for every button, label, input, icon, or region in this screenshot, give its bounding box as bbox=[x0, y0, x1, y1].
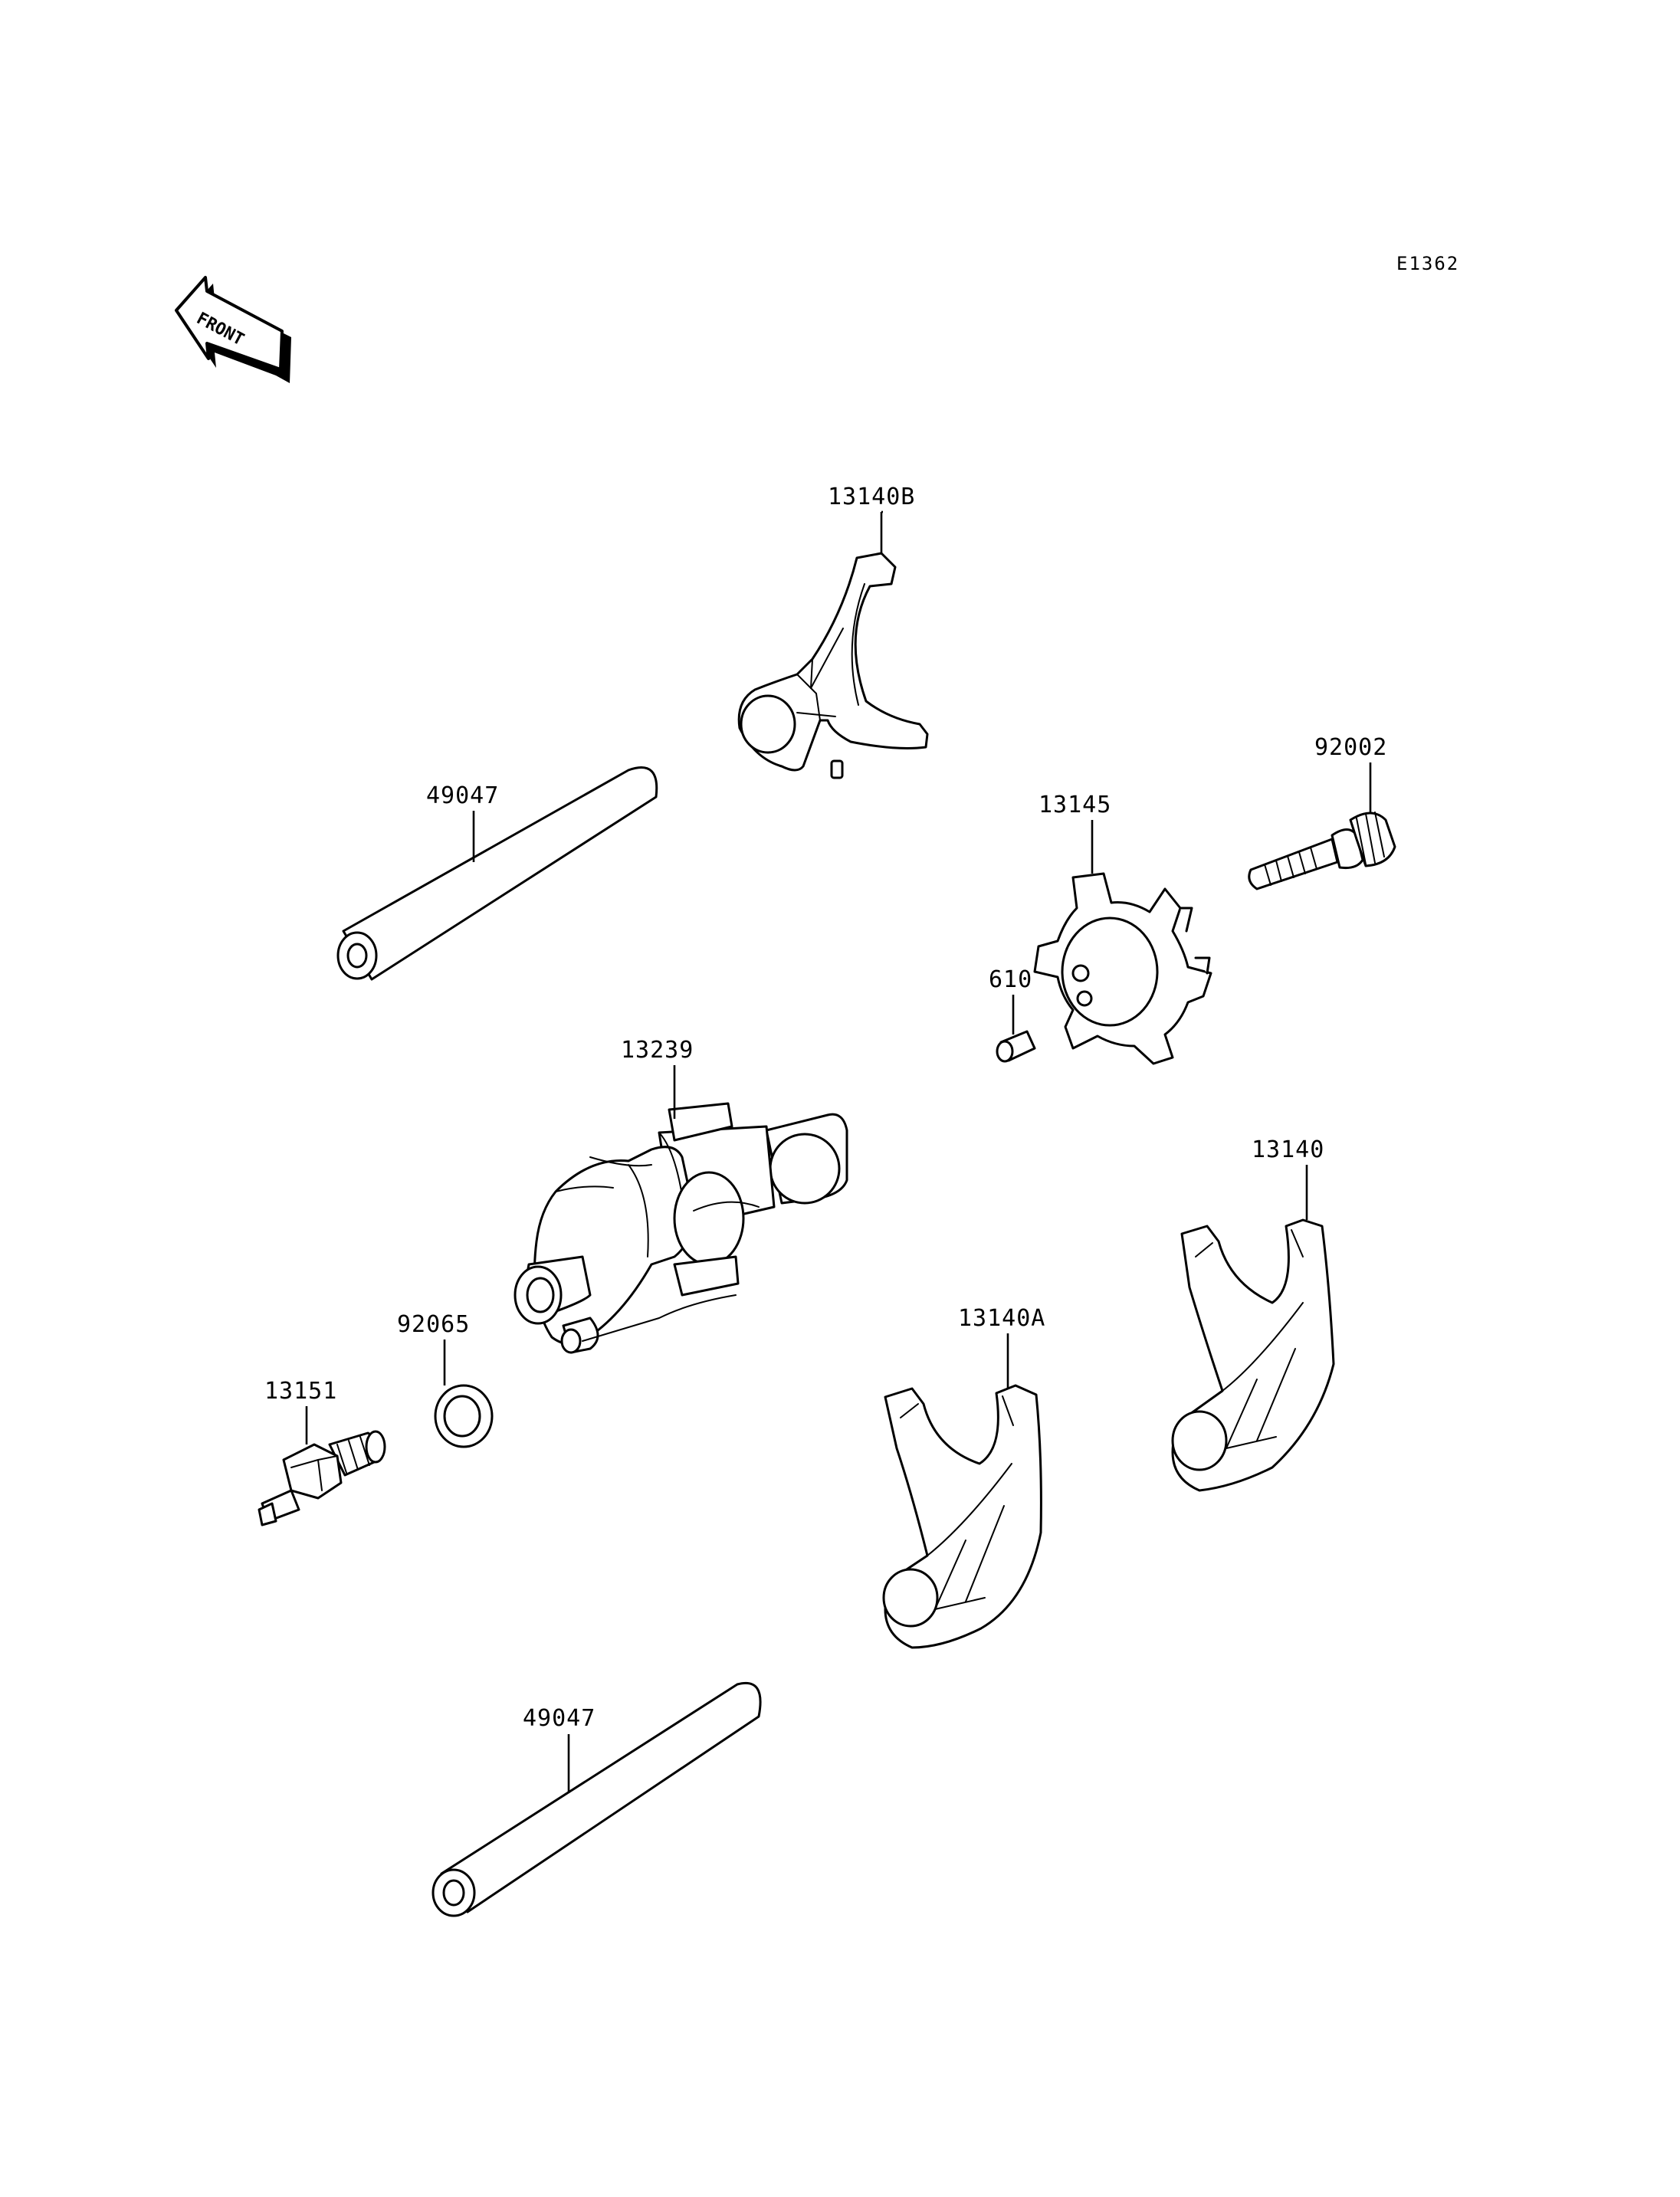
diagram-code: E1362 bbox=[1396, 253, 1459, 274]
label-13140a: 13140A bbox=[958, 1305, 1045, 1332]
label-13140b: 13140B bbox=[828, 484, 915, 510]
label-92002: 92002 bbox=[1314, 734, 1387, 761]
part-washer bbox=[434, 1384, 494, 1448]
label-49047-upper: 49047 bbox=[426, 782, 499, 809]
label-13140: 13140 bbox=[1252, 1136, 1324, 1163]
part-bolt bbox=[1248, 812, 1396, 890]
part-shift-drum-cam bbox=[1033, 872, 1212, 1065]
part-pin bbox=[996, 1030, 1036, 1063]
part-shaft-lower bbox=[431, 1682, 762, 1917]
part-shaft-upper bbox=[336, 766, 658, 981]
part-shift-fork-a bbox=[882, 1384, 1042, 1649]
part-shift-fork bbox=[1171, 1218, 1335, 1492]
label-92065: 92065 bbox=[397, 1311, 470, 1338]
label-610: 610 bbox=[989, 966, 1032, 993]
front-direction-arrow-icon: FRONT bbox=[175, 276, 291, 383]
label-49047-lower: 49047 bbox=[523, 1705, 596, 1732]
label-13145: 13145 bbox=[1039, 792, 1111, 818]
part-neutral-switch bbox=[258, 1430, 386, 1526]
part-shift-fork-b bbox=[737, 552, 929, 779]
label-13151: 13151 bbox=[264, 1378, 337, 1405]
part-shift-drum bbox=[514, 1102, 848, 1354]
label-13239: 13239 bbox=[621, 1037, 694, 1064]
